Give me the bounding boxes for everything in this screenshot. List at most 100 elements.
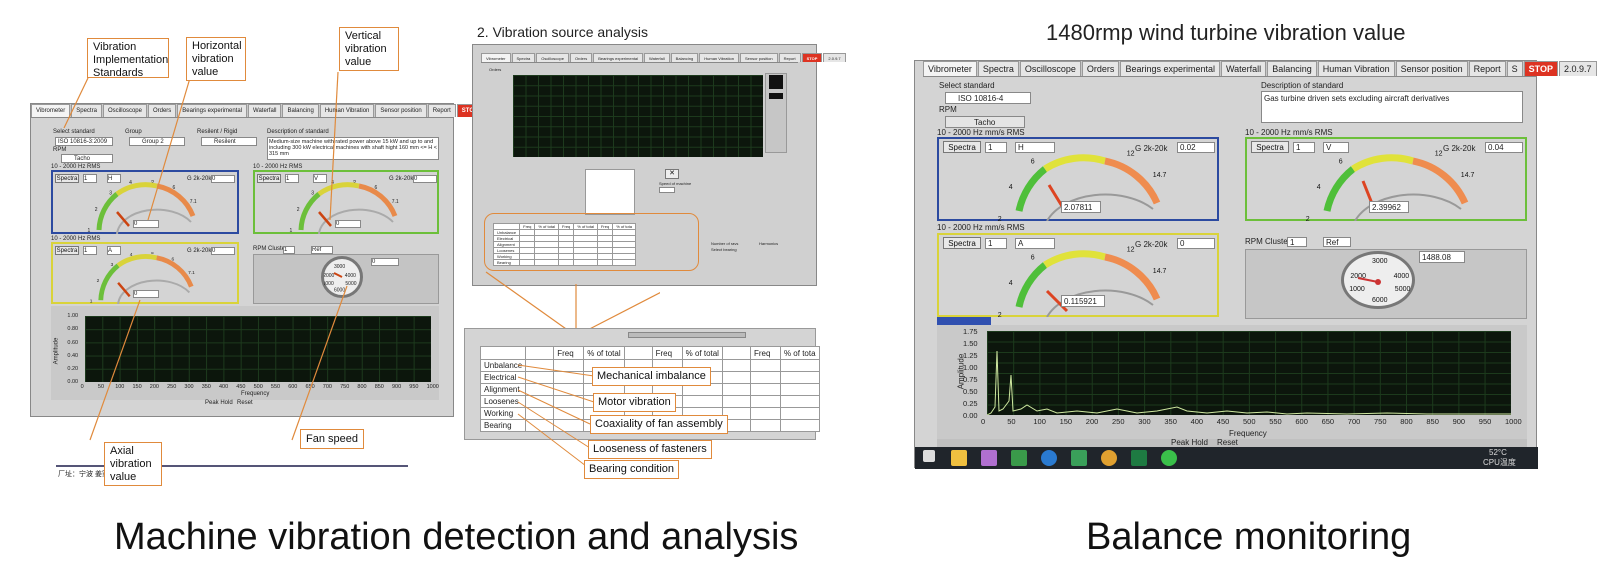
right-tab-vibrometer[interactable]: Vibrometer (923, 61, 977, 76)
g-value: 0.02 (1177, 142, 1215, 153)
channel-field[interactable]: 1 (285, 174, 299, 183)
rpm-cluster-select[interactable]: Ref (311, 246, 333, 254)
spectra-button[interactable]: Spectra (943, 141, 981, 153)
channel-field[interactable]: 1 (83, 246, 97, 255)
middle-tab-balancing[interactable]: Balancing (670, 53, 699, 62)
labview-icon[interactable] (1101, 450, 1117, 466)
table-cell (749, 359, 781, 372)
spectra-button[interactable]: Spectra (257, 174, 281, 183)
right-tab-sensor-position[interactable]: Sensor position (1395, 61, 1468, 76)
middle-tab-waterfall[interactable]: Waterfall (644, 53, 670, 62)
resilient-select[interactable]: Resilent (201, 137, 257, 146)
spectra-button[interactable]: Spectra (55, 174, 79, 183)
table-cell (749, 395, 781, 408)
wechat-icon[interactable] (1161, 450, 1177, 466)
zoom-scrollbar[interactable] (628, 332, 746, 338)
channel-field[interactable]: 1 (985, 142, 1007, 153)
axis-field[interactable]: V (1323, 142, 1349, 153)
edge-browser-icon[interactable] (1041, 450, 1057, 466)
left-tab-report[interactable]: Report (427, 104, 456, 117)
axial-gauge: Spectra 1 A G 2k-20k 0 02468101214.7 0.1… (937, 233, 1219, 317)
crosshair-icon[interactable]: ✕ (665, 169, 679, 179)
axis-field[interactable]: A (1015, 238, 1055, 249)
right-tab-2-0-9-7[interactable]: 2.0.9.7 (1559, 61, 1597, 76)
vibration-app-icon[interactable] (1011, 450, 1027, 466)
rpm-select[interactable]: Tacho (945, 116, 1025, 128)
axis-field[interactable]: H (107, 174, 121, 183)
table-cell (749, 419, 781, 432)
g-label: G 2k-20k (187, 176, 212, 182)
gauge-tick-label: 1 (290, 228, 293, 234)
right-tab-s[interactable]: S (1506, 61, 1523, 76)
left-tab-balancing[interactable]: Balancing (282, 104, 319, 117)
speed-field[interactable] (659, 187, 675, 193)
right-tab-oscilloscope[interactable]: Oscilloscope (1019, 61, 1081, 76)
right-tab-bearings-experimental[interactable]: Bearings experimental (1120, 61, 1220, 76)
spectra-button[interactable]: Spectra (1251, 141, 1289, 153)
spectra-button[interactable]: Spectra (943, 237, 981, 249)
middle-tab-stop[interactable]: STOP (801, 53, 823, 62)
middle-tab-report[interactable]: Report (778, 53, 801, 62)
plot-y-tick: 1.00 (963, 363, 978, 373)
left-tab-bearings-experimental[interactable]: Bearings experimental (177, 104, 247, 117)
peak-hold-label[interactable]: Peak Hold (205, 400, 233, 406)
table-cell (519, 259, 536, 266)
middle-tab-vibrometer[interactable]: Vibrometer (481, 53, 511, 62)
right-tab-waterfall[interactable]: Waterfall (1221, 61, 1267, 76)
middle-tab-orders[interactable]: Orders (569, 53, 593, 62)
gauge-tick-label: 1 (88, 228, 91, 234)
left-tab-human-vibration[interactable]: Human Vibration (319, 104, 375, 117)
axis-field[interactable]: H (1015, 142, 1055, 153)
windows-start-icon[interactable] (923, 450, 935, 462)
left-tab-waterfall[interactable]: Waterfall (248, 104, 282, 117)
rpm-cluster-num[interactable]: 1 (1287, 237, 1307, 247)
file-explorer-icon[interactable] (951, 450, 967, 466)
group-select[interactable]: Group 2 (129, 137, 185, 146)
right-tab-orders[interactable]: Orders (1081, 61, 1120, 76)
rpm-cluster-num[interactable]: 1 (283, 246, 295, 254)
right-tab-stop[interactable]: STOP (1523, 61, 1559, 76)
channel-field[interactable]: 1 (1293, 142, 1315, 153)
rpm-cluster-select[interactable]: Ref (1323, 237, 1351, 247)
middle-tab-bearings-experimental[interactable]: Bearings experimental (593, 53, 644, 62)
plot-x-tick: 250 (1112, 417, 1125, 426)
plot-x-tick: 200 (149, 384, 159, 390)
middle-tab-sensor-position[interactable]: Sensor position (739, 53, 778, 62)
channel-field[interactable]: 1 (83, 174, 97, 183)
app-icon[interactable] (981, 450, 997, 466)
middle-tab-human-vibration[interactable]: Human Vibration (699, 53, 739, 62)
gauge-tick-label: 12 (1435, 151, 1443, 158)
plot-x-tick: 200 (1085, 417, 1099, 426)
table-cell (749, 371, 781, 384)
right-tab-spectra[interactable]: Spectra (977, 61, 1019, 76)
left-tab-vibrometer[interactable]: Vibrometer (31, 104, 71, 117)
left-tab-orders[interactable]: Orders (147, 104, 177, 117)
gauge-readout: 0 (133, 220, 159, 228)
excel-icon[interactable] (1131, 450, 1147, 466)
middle-tab-oscilloscope[interactable]: Oscilloscope (536, 53, 569, 62)
axis-field[interactable]: A (107, 246, 121, 255)
channel-field[interactable]: 1 (985, 238, 1007, 249)
middle-tab-spectra[interactable]: Spectra (511, 53, 536, 62)
gauge-tick-label: 14.7 (1461, 172, 1475, 179)
rpm-select[interactable]: Tacho (61, 154, 113, 163)
peak-hold-label[interactable]: Peak Hold (1171, 438, 1208, 447)
spectra-button[interactable]: Spectra (55, 246, 79, 255)
gauge-tick-label: 7.1 (190, 199, 197, 205)
reset-label[interactable]: Reset (1217, 438, 1238, 447)
standard-select[interactable]: ISO 10816-3:2009 (55, 137, 113, 146)
standard-select[interactable]: ISO 10816-4 (945, 92, 1031, 104)
reset-label[interactable]: Reset (237, 400, 253, 406)
middle-tab-2-0-9-7[interactable]: 2.0.9.7 (823, 53, 846, 62)
right-tab-human-vibration[interactable]: Human Vibration (1317, 61, 1395, 76)
right-tab-balancing[interactable]: Balancing (1267, 61, 1317, 76)
left-tab-sensor-position[interactable]: Sensor position (375, 104, 427, 117)
store-icon[interactable] (1071, 450, 1087, 466)
right-tab-report[interactable]: Report (1468, 61, 1506, 76)
left-tab-oscilloscope[interactable]: Oscilloscope (102, 104, 147, 117)
axis-field[interactable]: V (313, 174, 327, 183)
table-row: Bearing (492, 259, 636, 266)
